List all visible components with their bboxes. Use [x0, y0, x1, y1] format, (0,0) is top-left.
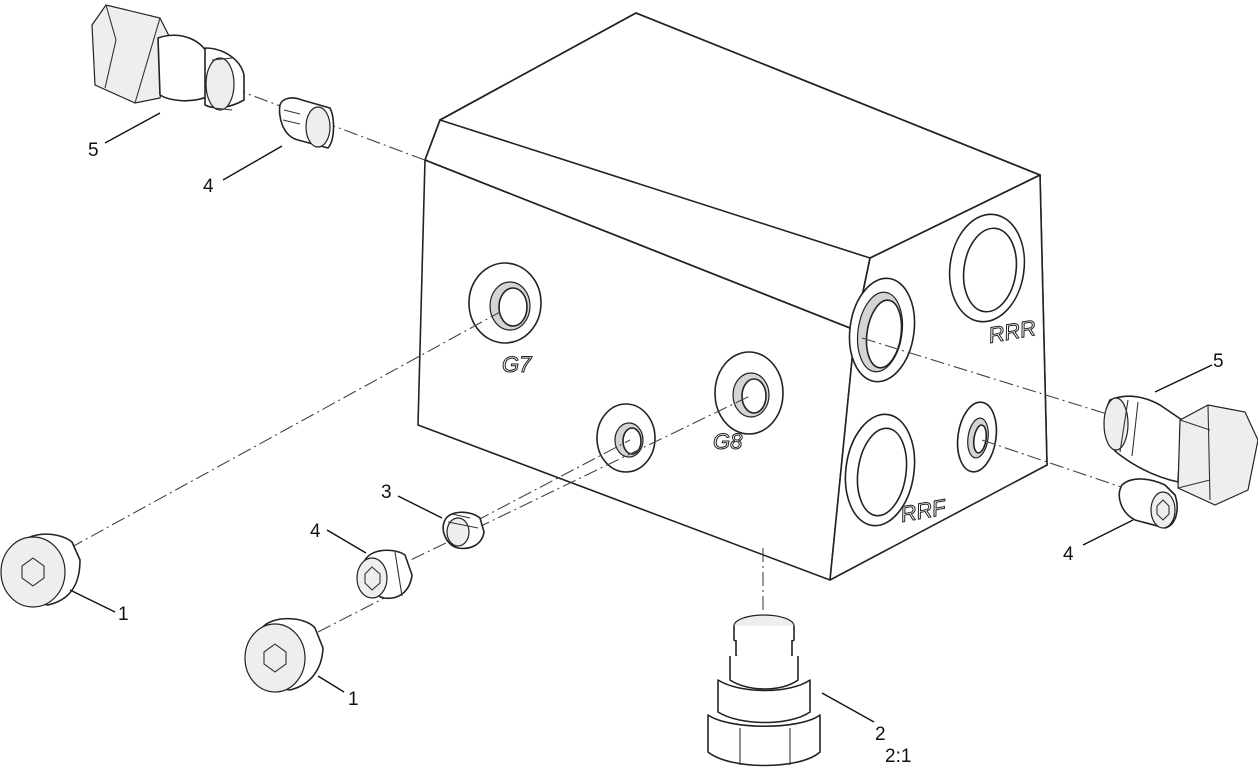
label-g7: G7 — [502, 352, 532, 377]
part-5-top-plug — [91, 4, 245, 111]
callout-4-right: 4 — [1063, 544, 1074, 565]
part-3-set-screw — [442, 511, 485, 550]
callout-1-middle: 1 — [348, 689, 359, 710]
callout-2-scale: 2:1 — [885, 746, 911, 767]
part-1-middle-cap — [244, 617, 324, 693]
port-rrf — [844, 413, 916, 527]
part-1-left-cap — [0, 533, 81, 608]
callout-2: 2 — [875, 724, 886, 745]
part-4-middle-plug — [356, 549, 413, 600]
callout-5-top: 5 — [88, 140, 99, 161]
part-4-right-plug — [1118, 478, 1178, 529]
leader-lines — [69, 112, 1213, 723]
port-g8 — [714, 351, 784, 435]
port-g7 — [468, 262, 542, 344]
callout-5-right: 5 — [1213, 351, 1224, 372]
callout-4-middle: 4 — [310, 521, 321, 542]
port-small-front — [596, 403, 656, 473]
callout-4-top: 4 — [203, 176, 214, 197]
label-g8: G8 — [713, 429, 743, 454]
port-small-right-face — [956, 401, 998, 473]
part-2-cartridge — [707, 614, 821, 767]
port-upper-left-right-face — [848, 277, 916, 383]
part-4-top-sleeve — [278, 97, 335, 149]
port-rrr — [948, 213, 1026, 323]
callout-3: 3 — [381, 482, 392, 503]
part-5-right-plug — [1103, 395, 1258, 506]
callout-1-left: 1 — [118, 604, 129, 625]
